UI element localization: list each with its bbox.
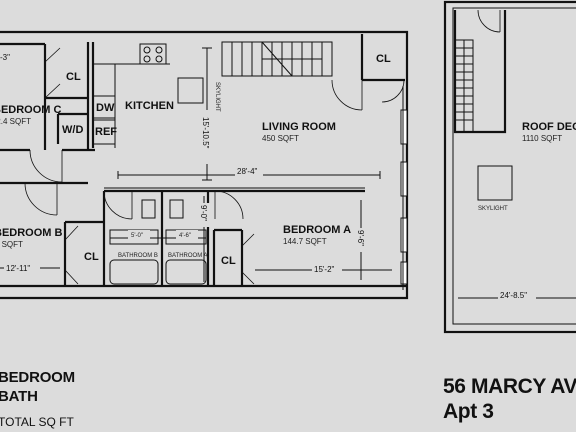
dim-living-height: 15'-10.5"	[201, 117, 210, 149]
dim-living-width: 28'-4"	[237, 167, 258, 176]
living-room-area: 450 SQFT	[262, 134, 299, 143]
refrigerator	[92, 119, 116, 145]
bath-count-label: BATH	[0, 388, 38, 405]
roof-stair-enclosure	[453, 10, 507, 134]
bathroom-a-name: BATHROOM A	[168, 253, 208, 259]
bath-b-door	[103, 190, 133, 220]
dim-roof-width: 24'-8.5"	[500, 291, 527, 300]
living-room-name: LIVING ROOM	[262, 121, 336, 133]
dim-bath-height: 9'-0"	[199, 205, 208, 221]
kitchen-name: KITCHEN	[125, 100, 174, 112]
bedroom-c-name: BEDROOM C	[0, 104, 62, 116]
stove	[139, 43, 167, 65]
toilet-b	[141, 199, 156, 219]
bedroom-b-area: 132 SQFT	[0, 240, 23, 249]
closet-a-door	[241, 233, 255, 285]
tub-a	[165, 259, 207, 285]
closet-label-living: CL	[376, 53, 391, 65]
apartment-number: Apt 3	[443, 400, 494, 423]
roof-inner	[452, 7, 576, 325]
dim-bath-b-width: 5'-0"	[131, 233, 143, 239]
bathroom-b-name: BATHROOM B	[118, 253, 158, 259]
bedroom-a-name: BEDROOM A	[283, 224, 351, 236]
roof-door	[477, 9, 501, 33]
bedroom-count-label: BEDROOM	[0, 369, 75, 386]
dim-bath-a-width: 4'-6"	[179, 233, 191, 239]
dim-bedroom-b-width: 12'-11"	[6, 264, 30, 273]
roof-skylight-label: SKYLIGHT	[478, 206, 508, 212]
closet-c-door	[44, 47, 61, 99]
roof-deck-name: ROOF DECK	[522, 121, 576, 133]
dim-bedroom-a-width: 15'-2"	[314, 265, 335, 274]
roof-deck-area: 1110 SQFT	[522, 134, 562, 143]
tub-b	[109, 259, 159, 285]
dimension-labels: 3'-3" 15'-10.5" 28'-4" 5'-0" 4'-6" 9'-0"…	[0, 52, 367, 274]
kitchen-skylight-label: SKYLIGHT	[214, 82, 220, 112]
total-sqft-label: TOTAL SQ FT	[0, 415, 74, 429]
dim-bedroom-a-height: 9'-6"	[356, 230, 365, 246]
roof-stairs	[454, 39, 474, 133]
dimension-lines	[0, 47, 392, 282]
dim-bedroom-c-top: 3'-3"	[0, 53, 10, 62]
bedroom-c-area: 112.4 SQFT	[0, 117, 31, 126]
closet-label-c: CL	[66, 71, 81, 83]
dw-label: DW	[96, 102, 115, 114]
address-block: 56 MARCY AVE Apt 3	[443, 374, 576, 424]
living-room-windows	[400, 109, 408, 285]
closet-label-a: CL	[221, 255, 236, 267]
toilet-a	[169, 199, 184, 219]
bedroom-c-door	[29, 149, 63, 183]
bedroom-b-door	[24, 182, 58, 216]
address: 56 MARCY AVE	[443, 375, 576, 398]
bedroom-a-area: 144.7 SQFT	[283, 237, 327, 246]
wd-label: W/D	[62, 124, 83, 136]
closet-b-door	[64, 225, 79, 285]
kitchen-skylight	[177, 77, 204, 104]
bath-a-door	[214, 190, 244, 220]
closet-label-b: CL	[84, 251, 99, 263]
bedroom-b-name: BEDROOM B	[0, 227, 63, 239]
entry-door	[331, 79, 363, 111]
dishwasher	[92, 95, 116, 119]
stairs	[221, 41, 333, 77]
roof-outline	[443, 0, 576, 334]
unit-summary: BEDROOM BATH TOTAL SQ FT	[0, 368, 75, 430]
roof-skylight	[477, 165, 513, 201]
ref-label: REF	[95, 126, 117, 138]
closet-door	[381, 79, 405, 103]
